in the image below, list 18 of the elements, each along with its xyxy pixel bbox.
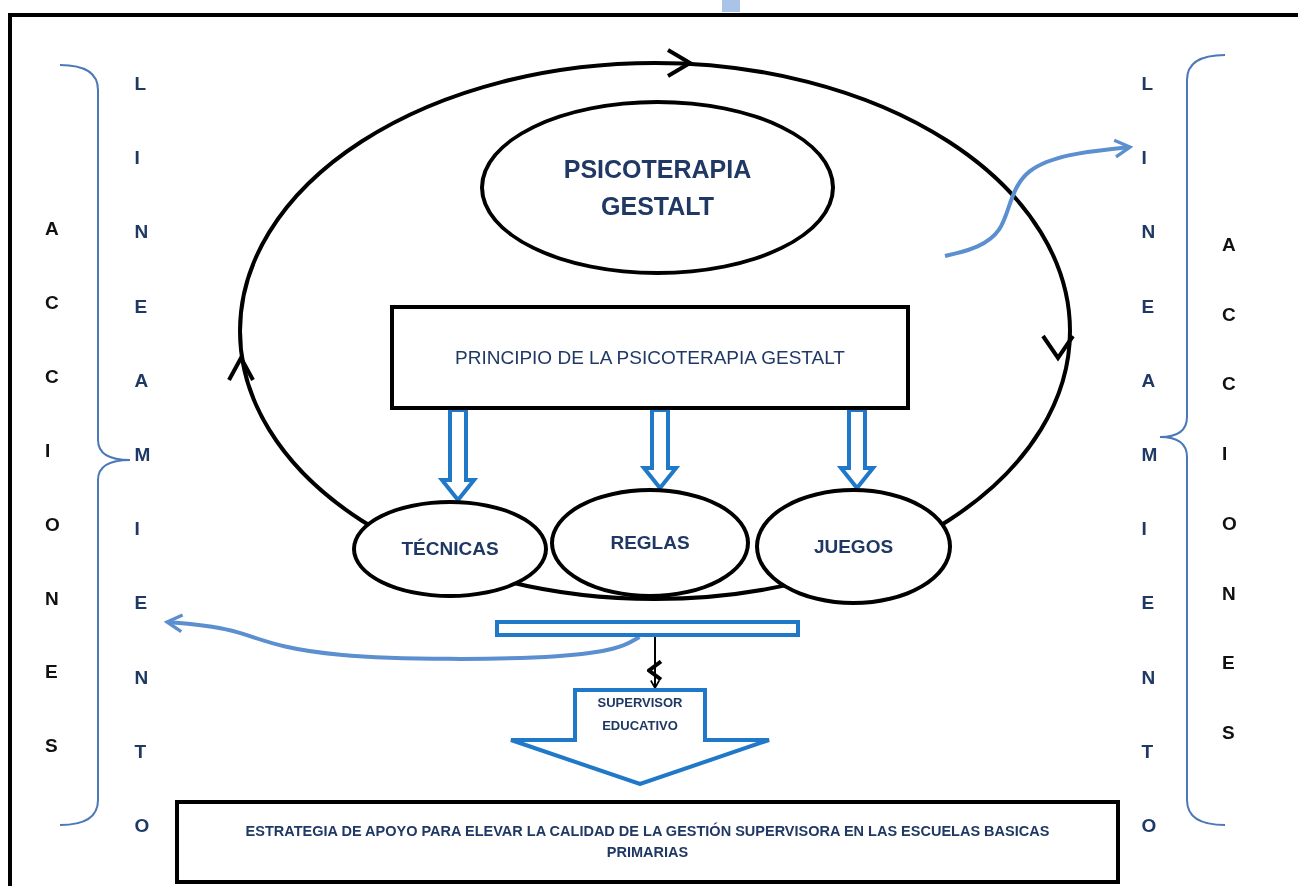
arrow-label: SUPERVISOR EDUCATIVO (596, 694, 684, 735)
bar (495, 620, 800, 637)
node-label: PSICOTERAPIA GESTALT (562, 154, 753, 222)
node-label: TÉCNICAS (401, 537, 499, 562)
node-label: ESTRATEGIA DE APOYO PARA ELEVAR LA CALIDAD DE LA GESTIÓN SUPERVISORA EN LAS ESCUELAS BASICAS PRIMARIAS (244, 821, 1051, 862)
vertical-heading: LINEAMIENTO (134, 71, 156, 838)
vertical-heading: ACCIONES (45, 217, 66, 759)
curved-arrow (165, 613, 641, 661)
down-arrow-shape (508, 688, 772, 786)
node-label: JUEGOS (813, 534, 894, 559)
curved-arrow (944, 138, 1132, 258)
vertical-heading: LINEAMIENTO (1141, 71, 1163, 838)
process-box (390, 305, 910, 410)
node-label: PRINCIPIO DE LA PSICOTERAPIA GESTALT (455, 345, 845, 370)
node-label: REGLAS (610, 531, 690, 556)
vertical-heading: ACCIONES (1222, 233, 1243, 745)
arrow (647, 636, 662, 689)
process-box (175, 800, 1120, 884)
